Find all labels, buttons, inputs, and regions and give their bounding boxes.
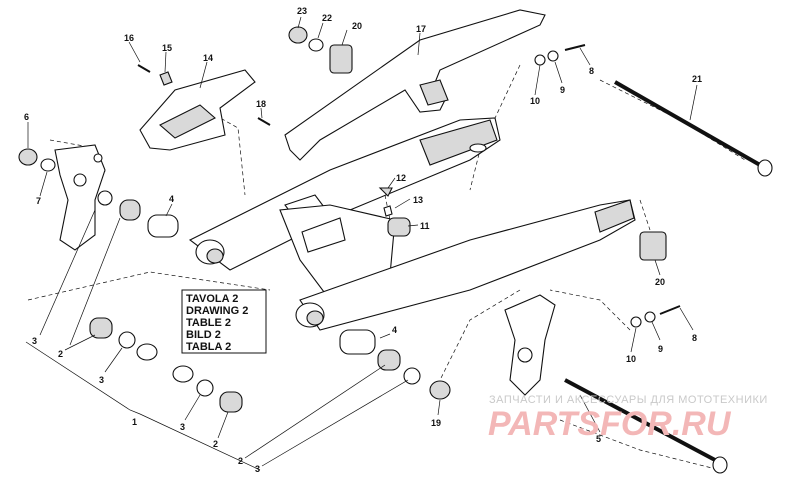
callout-9: 9 [560,85,565,95]
leader-lines [25,16,698,471]
callout-9: 9 [658,344,663,354]
callout-20: 20 [655,277,665,287]
callout-10: 10 [530,96,540,106]
callout-22: 22 [322,13,332,23]
callout-13: 13 [413,195,423,205]
callout-4: 4 [392,325,397,335]
callout-8: 8 [692,333,697,343]
callout-16: 16 [124,33,134,43]
ref-line-2: DRAWING 2 [186,305,248,317]
callout-19: 19 [431,418,441,428]
callout-6: 6 [24,112,29,122]
callout-12: 12 [396,173,406,183]
ref-line-5: TABLA 2 [186,341,231,353]
hardware [137,26,681,328]
axle-5 [564,378,728,474]
callout-3: 3 [255,464,260,474]
reference-box: TAVOLA 2 DRAWING 2 TABLE 2 BILD 2 TABLA … [181,289,267,354]
frame-bracket-left [54,144,106,251]
callout-1: 1 [132,417,137,427]
callout-2: 2 [213,439,218,449]
callout-2: 2 [238,456,243,466]
bearings [18,148,451,413]
callout-4: 4 [169,194,174,204]
swingarm [188,117,636,331]
callout-8: 8 [589,66,594,76]
callout-14: 14 [203,53,213,63]
frame-bracket-right [504,294,556,396]
callout-3: 3 [32,336,37,346]
ref-line-3: TABLE 2 [186,317,231,329]
callout-3: 3 [99,375,104,385]
chain-guard [284,9,546,161]
callout-3: 3 [180,422,185,432]
callout-11: 11 [420,221,430,231]
callout-20: 20 [352,21,362,31]
axle-21 [614,80,773,177]
ref-line-1: TAVOLA 2 [186,293,238,305]
callout-5: 5 [596,434,601,444]
chain-slider [139,69,256,151]
watermark-tagline: ЗАПЧАСТИ И АКСЕССУАРЫ ДЛЯ МОТОТЕХНИКИ [489,394,768,406]
callout-18: 18 [256,99,266,109]
callout-7: 7 [36,196,41,206]
callout-10: 10 [626,354,636,364]
callout-15: 15 [162,43,172,53]
watermark: ЗАПЧАСТИ И АКСЕССУАРЫ ДЛЯ МОТОТЕХНИКИ PA… [488,394,768,443]
callout-21: 21 [692,74,702,84]
callout-2: 2 [58,349,63,359]
ref-line-4: BILD 2 [186,329,221,341]
callout-17: 17 [416,24,426,34]
watermark-logo: PARTSFOR.RU [488,405,732,443]
callout-23: 23 [297,6,307,16]
callout-numbers: 23 22 20 17 16 15 14 18 6 7 4 12 13 11 1… [24,6,702,474]
